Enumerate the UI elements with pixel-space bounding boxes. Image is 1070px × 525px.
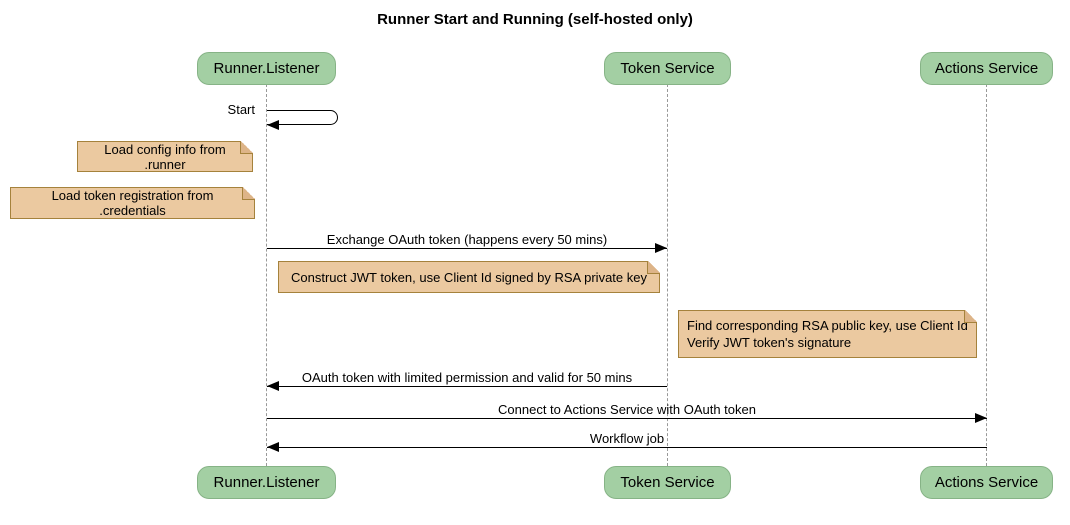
note-fold-icon (242, 187, 255, 200)
message-oauth-return-label: OAuth token with limited permission and … (301, 370, 633, 385)
participant-label: Actions Service (934, 60, 1039, 77)
participant-label: Token Service (620, 60, 715, 77)
self-loop-arrow (267, 110, 338, 125)
message-workflow-line (267, 447, 987, 448)
note-load-credentials: Load token registration from .credential… (10, 187, 255, 219)
participant-token-service-top: Token Service (604, 52, 731, 85)
arrowhead-left-icon (267, 381, 279, 391)
lifeline-runner-listener (266, 84, 267, 466)
lifeline-token-service (667, 84, 668, 466)
note-load-config: Load config info from .runner (77, 141, 253, 172)
note-verify-jwt: Find corresponding RSA public key, use C… (678, 310, 977, 358)
note-fold-icon (647, 261, 660, 274)
participant-label: Runner.Listener (213, 60, 320, 77)
participant-runner-listener-bottom: Runner.Listener (197, 466, 336, 499)
note-text: Load token registration from .credential… (51, 188, 214, 218)
note-text: Load config info from .runner (104, 141, 226, 172)
diagram-title: Runner Start and Running (self-hosted on… (377, 11, 693, 28)
note-text: Construct JWT token, use Client Id signe… (291, 269, 647, 285)
participant-label: Token Service (620, 474, 715, 491)
participant-actions-service-bottom: Actions Service (920, 466, 1053, 499)
participant-actions-service-top: Actions Service (920, 52, 1053, 85)
note-text-line1: Find corresponding RSA public key, use C… (687, 318, 968, 333)
arrowhead-left-icon (267, 442, 279, 452)
note-fold-icon (240, 141, 253, 154)
message-connect-label: Connect to Actions Service with OAuth to… (498, 402, 756, 417)
message-workflow-label: Workflow job (589, 431, 665, 446)
participant-runner-listener-top: Runner.Listener (197, 52, 336, 85)
participant-label: Runner.Listener (213, 474, 320, 491)
note-construct-jwt: Construct JWT token, use Client Id signe… (278, 261, 660, 293)
message-exchange-line (267, 248, 667, 249)
arrowhead-right-icon (975, 413, 987, 423)
message-exchange-label: Exchange OAuth token (happens every 50 m… (326, 232, 608, 247)
message-connect-line (267, 418, 987, 419)
arrowhead-right-icon (655, 243, 667, 253)
message-oauth-return-line (267, 386, 667, 387)
note-fold-icon (964, 310, 977, 323)
arrowhead-left-icon (267, 120, 279, 130)
participant-token-service-bottom: Token Service (604, 466, 731, 499)
message-start-label: Start (227, 102, 255, 117)
lifeline-actions-service (986, 84, 987, 466)
note-text-line2: Verify JWT token's signature (687, 335, 852, 350)
participant-label: Actions Service (934, 474, 1039, 491)
